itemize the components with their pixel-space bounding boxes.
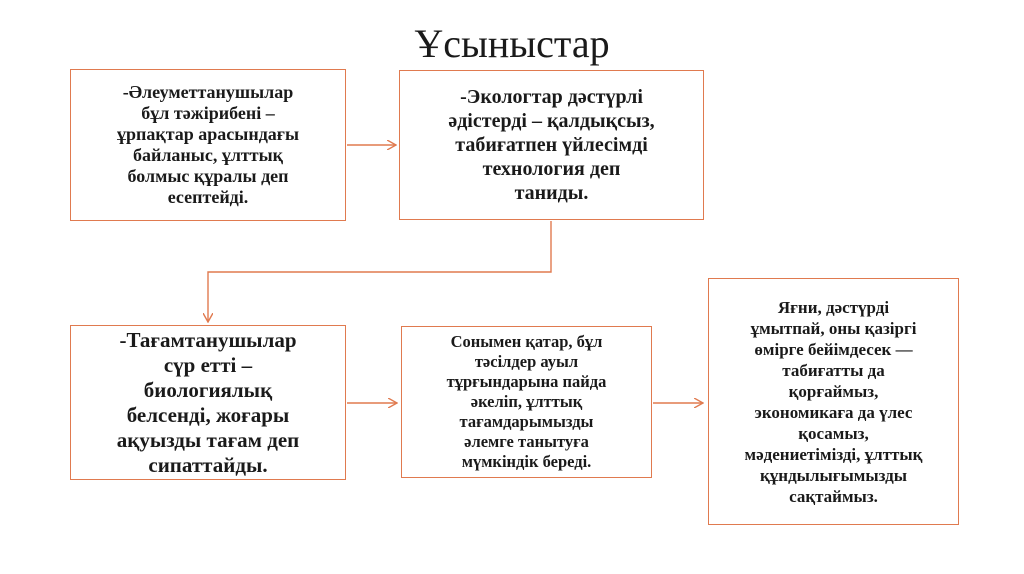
ecologists-box: -Экологтар дәстүрлі әдістерді – қалдықсы… bbox=[399, 70, 704, 220]
benefits-text: Сонымен қатар, бұл тәсілдер ауыл тұрғынд… bbox=[446, 332, 607, 471]
conclusion-text: Яғни, дәстүрді ұмытпай, оны қазіргі өмір… bbox=[744, 297, 923, 506]
nutritionists-box: -Тағамтанушылар сүр етті – биологиялық б… bbox=[70, 325, 346, 480]
sociologists-box: -Әлеуметтанушылар бұл тәжірибені – ұрпақ… bbox=[70, 69, 346, 221]
ecologists-text: -Экологтар дәстүрлі әдістерді – қалдықсы… bbox=[448, 86, 655, 204]
slide-title: Ұсыныстар bbox=[414, 21, 610, 66]
arrow-ecologists-to-nutritionists bbox=[208, 221, 552, 322]
nutritionists-text: -Тағамтанушылар сүр етті – биологиялық б… bbox=[116, 327, 300, 477]
sociologists-text: -Әлеуметтанушылар бұл тәжірибені – ұрпақ… bbox=[116, 82, 300, 207]
conclusion-box: Яғни, дәстүрді ұмытпай, оны қазіргі өмір… bbox=[708, 278, 959, 525]
benefits-box: Сонымен қатар, бұл тәсілдер ауыл тұрғынд… bbox=[401, 326, 652, 478]
